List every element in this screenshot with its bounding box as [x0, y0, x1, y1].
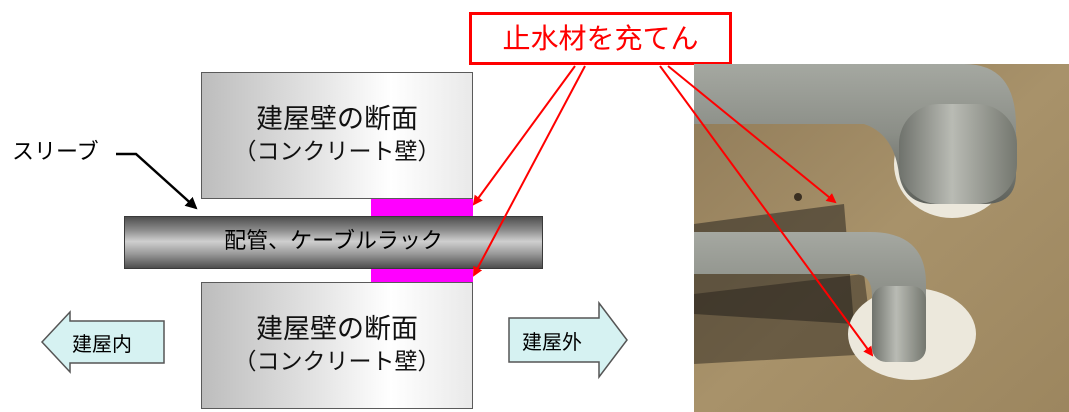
- sleeve-pointer-arrow: [116, 152, 198, 210]
- pipe-cable-rack: 配管、ケーブルラック: [124, 216, 543, 269]
- pipe-label: 配管、ケーブルラック: [224, 229, 443, 254]
- inside-label: 建屋内: [72, 332, 132, 356]
- sleeve-label: スリーブ: [12, 140, 99, 165]
- callout-arrows: [472, 65, 874, 357]
- inside-direction-arrow: [40, 310, 165, 374]
- sealed-pipe-photo: [694, 64, 1069, 412]
- outside-label: 建屋外: [522, 330, 582, 354]
- top-wall-subtitle: （コンクリート壁）: [233, 139, 441, 165]
- outside-direction-arrow: [508, 300, 628, 380]
- bottom-wall-section: 建屋壁の断面 （コンクリート壁）: [201, 282, 473, 409]
- sealant-top: [371, 199, 473, 216]
- top-wall-title: 建屋壁の断面: [256, 104, 418, 135]
- sealant-bottom: [371, 269, 473, 282]
- top-wall-section: 建屋壁の断面 （コンクリート壁）: [201, 72, 473, 199]
- bottom-wall-title: 建屋壁の断面: [256, 314, 418, 345]
- sealant-callout: 止水材を充てん: [469, 12, 732, 65]
- bottom-wall-subtitle: （コンクリート壁）: [233, 349, 441, 375]
